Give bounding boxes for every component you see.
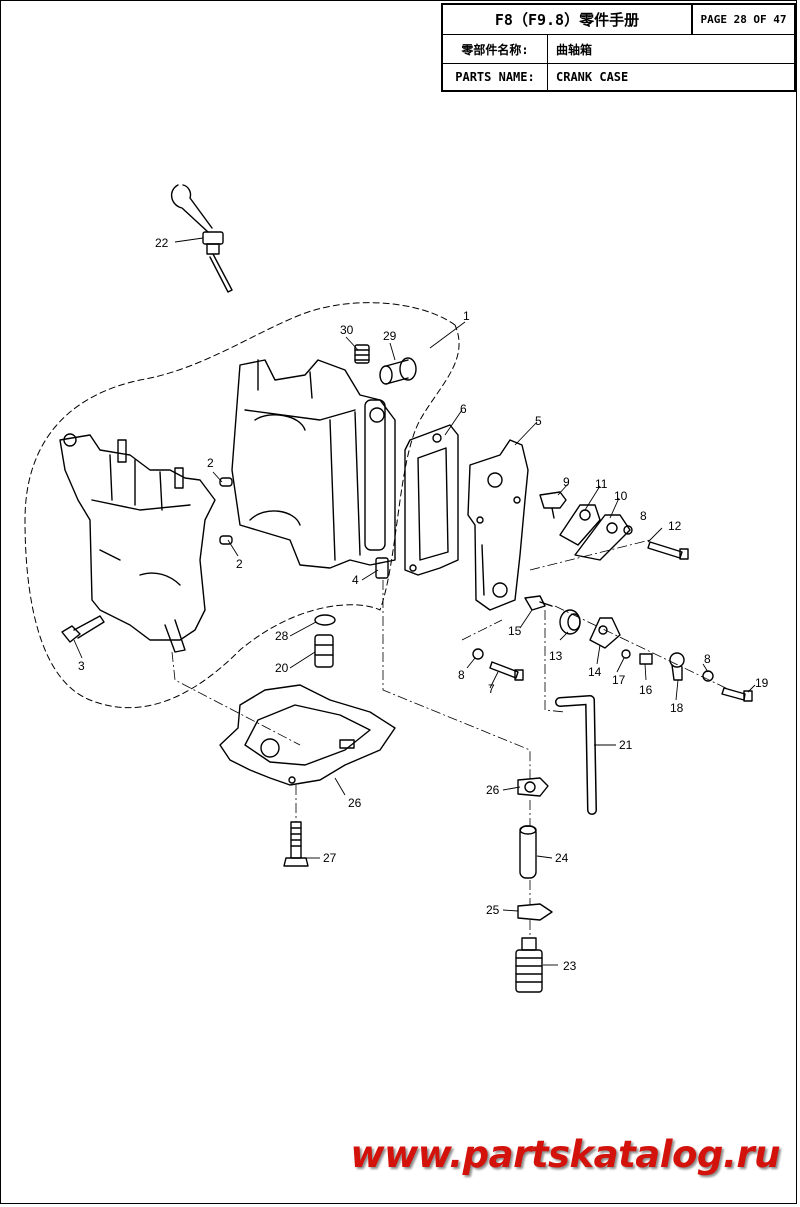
part-29-bushing: [379, 357, 417, 385]
part-15-shaft: [524, 595, 553, 611]
center-lines: [171, 539, 731, 938]
assembly-outline: [24, 302, 460, 709]
callout-13: 13: [549, 649, 563, 663]
callout-1: 1: [463, 309, 470, 323]
callout-5: 5: [535, 414, 542, 428]
part-20-fitting: [314, 634, 334, 668]
part-1-crankcase-block: [231, 359, 396, 569]
callout-4: 4: [352, 573, 359, 587]
callout-19: 19: [755, 676, 769, 690]
cn-name-row: 零部件名称: 曲轴箱: [443, 35, 794, 64]
part-25-clamp: [517, 903, 553, 921]
part-13-roller: [559, 609, 581, 635]
callout-11: 11: [595, 477, 608, 491]
page-number: PAGE 28 OF 47: [700, 13, 787, 26]
part-1-crankcase-front: [59, 433, 216, 653]
part-17-washer: [621, 649, 631, 659]
callout-6: 6: [460, 402, 467, 416]
part-14-lever: [589, 617, 621, 649]
callout-16: 16: [639, 683, 653, 697]
callout-22: 22: [155, 236, 169, 250]
callout-29: 29: [383, 329, 397, 343]
part-8-washer-left: [472, 648, 484, 660]
callout-9: 9: [563, 475, 570, 489]
cn-name-label: 零部件名称:: [443, 35, 548, 63]
callout-8-right: 8: [704, 652, 711, 666]
part-28-o-ring: [314, 614, 336, 626]
callout-15: 15: [508, 624, 522, 638]
callout-21: 21: [619, 738, 633, 752]
callout-14: 14: [588, 665, 602, 679]
part-8-washer-upper: [623, 525, 633, 535]
callout-24: 24: [555, 851, 569, 865]
part-26-clamp: [517, 777, 549, 797]
part-5-cover: [467, 439, 529, 611]
callout-12: 12: [668, 519, 682, 533]
callout-8-upper: 8: [640, 509, 647, 523]
part-10-bracket: [574, 514, 631, 561]
callout-30: 30: [340, 323, 354, 337]
callout-23: 23: [563, 959, 577, 973]
callout-3: 3: [78, 659, 85, 673]
callout-28: 28: [275, 629, 289, 643]
part-8-washer-right: [702, 670, 714, 682]
callout-8-left: 8: [458, 668, 465, 682]
cn-name-value: 曲轴箱: [556, 42, 593, 57]
part-11-plate: [559, 504, 601, 546]
manual-title: F8（F9.8）零件手册: [443, 5, 693, 34]
part-23-filter: [515, 937, 543, 993]
part-27-bolt: [283, 821, 309, 867]
part-24-hose: [519, 825, 537, 879]
part-22-dipstick: [171, 184, 233, 293]
part-2-dowel-lower: [219, 535, 233, 545]
callout-18: 18: [670, 701, 684, 715]
part-26-gasket: [219, 684, 396, 786]
callout-7: 7: [488, 682, 495, 696]
callout-26-clamp: 26: [486, 783, 500, 797]
part-19-bolt: [721, 687, 753, 702]
en-name-row: PARTS NAME: CRANK CASE: [443, 64, 794, 90]
en-name-label: PARTS NAME:: [443, 64, 548, 90]
part-9-sensor: [539, 491, 567, 519]
title-row: F8（F9.8）零件手册 PAGE 28 OF 47: [443, 5, 794, 35]
leader-lines: [73, 237, 756, 966]
part-4-pin: [375, 557, 389, 579]
callout-25: 25: [486, 903, 500, 917]
part-2-dowel-upper: [219, 477, 233, 487]
callout-2-upper: 2: [207, 456, 214, 470]
callout-10: 10: [614, 489, 628, 503]
callout-27: 27: [323, 851, 337, 865]
watermark: www.partskatalog.ru: [350, 1133, 780, 1176]
callout-17: 17: [612, 673, 626, 687]
part-16-nut: [639, 653, 653, 665]
callout-labels: 22 1 30 29 2 2 3 4 6 5 9 11 10 8 12 15 1…: [78, 236, 769, 973]
part-6-gasket: [404, 424, 459, 576]
callout-20: 20: [275, 661, 289, 675]
part-7-bolt: [489, 661, 524, 681]
callout-2-lower: 2: [236, 557, 243, 571]
en-name-value: CRANK CASE: [556, 70, 629, 84]
title-block: F8（F9.8）零件手册 PAGE 28 OF 47 零部件名称: 曲轴箱 PA…: [441, 3, 796, 92]
part-30-plug: [354, 344, 370, 364]
part-3-bolt: [61, 615, 105, 643]
part-12-bolt: [647, 541, 689, 560]
callout-26-gasket: 26: [348, 796, 362, 810]
